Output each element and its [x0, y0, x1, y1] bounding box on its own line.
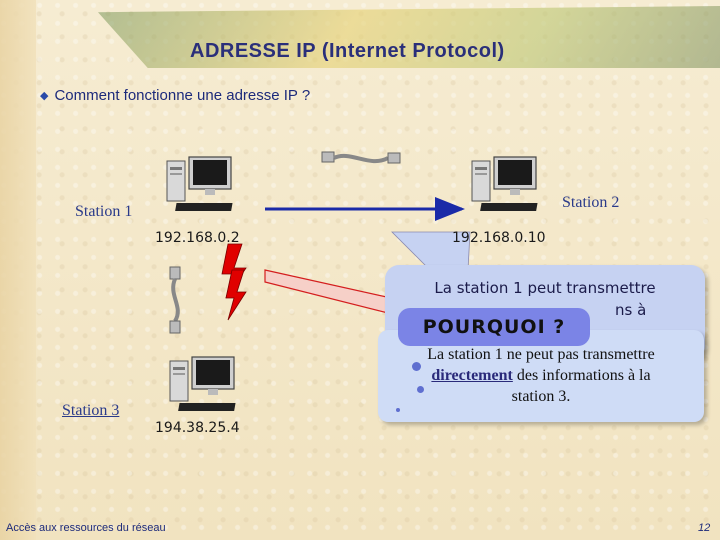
footer-text: Accès aux ressources du réseau	[6, 522, 166, 534]
station2-label: Station 2	[562, 194, 620, 211]
bullet-text: Comment fonctionne une adresse IP ?	[54, 87, 311, 104]
station1-ip: 192.168.0.2	[155, 230, 240, 246]
network-cable-icon	[320, 148, 402, 172]
callout1-line1: La station 1 peut transmettre	[434, 279, 656, 297]
station3-ip: 194.38.25.4	[155, 420, 240, 436]
diamond-bullet-icon: ◆	[40, 90, 49, 102]
left-decorative-band	[0, 0, 36, 540]
station3-computer-icon	[168, 355, 246, 413]
station1-computer-icon	[165, 155, 243, 213]
slide-title: ADRESSE IP (Internet Protocol)	[190, 40, 505, 62]
station1-label: Station 1	[75, 203, 133, 220]
header-decoration	[98, 6, 720, 68]
callout1-line2-partial: ns à	[615, 301, 647, 319]
callout2-line2: des informations à la	[516, 367, 651, 384]
thought-dot	[412, 362, 421, 371]
callout2-emphasis: directement	[431, 367, 513, 384]
network-cable-icon-vertical	[164, 265, 188, 335]
callout2-line1: La station 1 ne peut pas transmettre	[427, 346, 655, 363]
pourquoi-badge: POURQUOI ?	[398, 308, 590, 346]
thought-dot	[417, 386, 424, 393]
bullet-question: ◆ Comment fonctionne une adresse IP ?	[40, 87, 310, 104]
page-number: 12	[698, 522, 711, 534]
callout2-line3: station 3.	[511, 388, 571, 405]
thought-dot	[396, 408, 400, 412]
station3-label: Station 3	[62, 402, 120, 419]
station2-computer-icon	[470, 155, 548, 213]
callout2-text: La station 1 ne peut pas transmettre dir…	[384, 344, 698, 407]
station2-ip: 192.168.0.10	[452, 230, 546, 246]
